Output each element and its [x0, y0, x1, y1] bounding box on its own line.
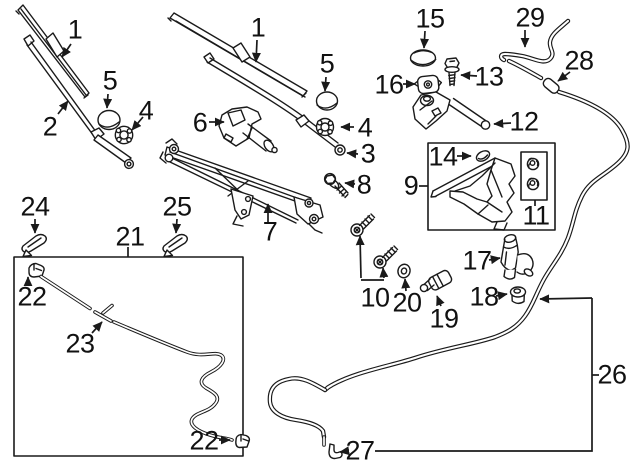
pump-grommet-art: [509, 286, 527, 305]
callout-pivot-nut-right: 4: [357, 112, 373, 143]
washer-pump-art: [500, 234, 534, 280]
leader-arrow-check-valve: [436, 295, 445, 307]
leader-arrow-mount-bolts: [379, 267, 389, 279]
leader-arrow-pivot-cap-right: [321, 76, 331, 92]
callout-wiper-motor: 6: [192, 107, 208, 138]
leader-arrow-pivot-cap-left: [103, 93, 113, 109]
callout-nozzle-hose-assembly: 21: [115, 221, 145, 252]
callout-check-valve: 19: [429, 303, 459, 334]
callout-reservoir-grommets: 11: [522, 200, 550, 231]
callout-wiper-arm-right: 3: [360, 138, 376, 169]
callout-pivot-cap-left: 5: [102, 65, 118, 96]
leader-arrow-washer-ring: [401, 278, 411, 292]
filler-neck-art: [412, 91, 491, 130]
callout-linkage-bolt: 8: [356, 169, 372, 200]
callout-filler-bolt: 13: [474, 61, 504, 92]
callout-filler-nut: 16: [374, 69, 404, 100]
leader-line-main-hose: [375, 298, 593, 452]
leader-arrow-filler-neck: [493, 118, 512, 128]
pivot-nut-right-art: [315, 117, 335, 137]
wiper-motor-art: [218, 106, 278, 154]
wiper-blade-right-art: [167, 12, 308, 98]
nozzle-right-art: [162, 233, 188, 258]
washer-ring-art: [397, 263, 411, 279]
pivot-nut-left-art: [114, 125, 134, 145]
leader-arrow-hose-tee: [91, 321, 103, 334]
wiper-arm-right-art: [203, 52, 346, 156]
leader-arrow-nozzle-right: [172, 218, 182, 234]
callout-mount-bolts: 10: [360, 282, 390, 313]
callout-wiper-arm-left: 2: [42, 111, 58, 142]
callout-leader-lines: [23, 30, 599, 456]
callout-hose-upper: 29: [515, 2, 545, 33]
pivot-cap-left-art: [97, 109, 121, 131]
leader-arrow-pivot-nut-left: [131, 116, 144, 131]
callout-pump-grommet: 18: [469, 281, 499, 312]
leader-arrow-hose-elbow: [339, 446, 350, 456]
callout-washer-pump: 17: [462, 245, 492, 276]
linkage-bolt-art: [323, 172, 349, 199]
leader-arrow-wiper-arm-left: [57, 100, 69, 115]
filler-cap-art: [409, 49, 437, 67]
leader-arrow-main-hose: [539, 294, 593, 304]
callout-wiper-linkage: 7: [262, 216, 278, 247]
leader-arrow-pump-grommet: [495, 291, 508, 301]
leader-arrow-linkage-bolt: [344, 179, 356, 189]
callout-washer-ring: 20: [392, 287, 422, 318]
leader-arrow-mount-bolts: [355, 235, 365, 279]
mount-bolts-art: [350, 213, 399, 269]
leader-arrow-wiper-blade-right: [251, 39, 261, 63]
leader-arrow-filler-bolt: [460, 71, 478, 81]
callout-hose-nozzle-b: 22: [189, 425, 219, 456]
callout-filler-cap: 15: [415, 3, 445, 34]
wiper-linkage-art: [159, 138, 324, 234]
check-valve-art: [419, 269, 453, 293]
hose-upper-art: [498, 18, 571, 81]
reservoir-grommets-art: [520, 151, 548, 201]
callout-filler-neck: 12: [509, 106, 539, 137]
reservoir-seal-art: [475, 150, 491, 162]
leader-arrow-wiper-arm-right: [346, 149, 359, 159]
leader-arrow-filler-cap: [420, 30, 430, 49]
callout-nozzle-right: 25: [162, 191, 192, 222]
leader-arrow-wiper-blade-left: [61, 43, 72, 58]
leader-arrow-washer-pump: [488, 255, 501, 265]
callout-main-hose: 26: [597, 359, 627, 390]
callout-wiper-blade-left: 1: [67, 14, 83, 45]
callout-washer-reservoir: 9: [403, 170, 419, 201]
callout-pivot-nut-left: 4: [138, 95, 154, 126]
callout-pivot-cap-right: 5: [319, 48, 335, 79]
callout-hose-elbow: 27: [345, 435, 375, 466]
nozzle-left-art: [21, 233, 47, 258]
filler-nut-art: [413, 74, 443, 95]
leader-arrow-hose-connector: [557, 71, 571, 82]
callout-hose-connector: 28: [564, 45, 594, 76]
main-hose-art: [267, 89, 630, 447]
wiper-arm-left-art: [23, 34, 135, 170]
filler-bolt-art: [444, 57, 460, 87]
callout-hose-nozzle-a: 22: [17, 281, 47, 312]
callout-wiper-blade-right: 1: [250, 12, 266, 43]
callout-reservoir-seal: 14: [428, 141, 458, 172]
callout-nozzle-left: 24: [20, 191, 50, 222]
pivot-cap-right-art: [315, 91, 339, 111]
callout-hose-tee: 23: [65, 328, 95, 359]
wiper-blade-left-art: [15, 4, 90, 99]
